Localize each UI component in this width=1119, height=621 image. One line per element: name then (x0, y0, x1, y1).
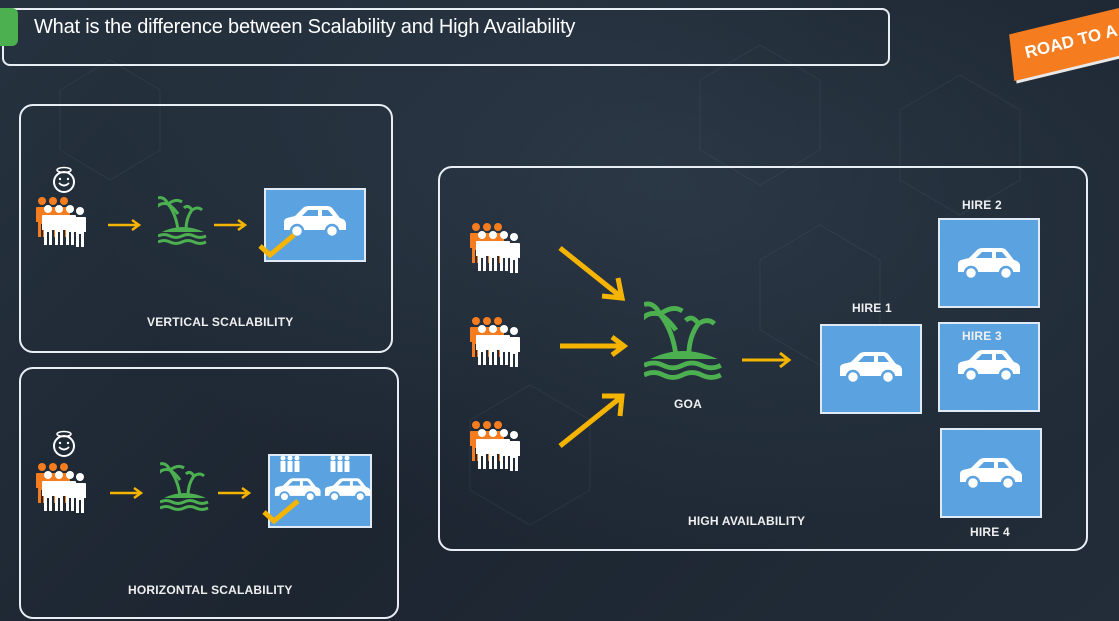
title-accent (0, 8, 18, 46)
island-icon (158, 196, 208, 245)
people-group-icon (470, 420, 530, 480)
people-group-icon (36, 196, 96, 256)
smiley-icon (53, 430, 75, 457)
car-icon (956, 246, 1022, 281)
high-availability-label: HIGH AVAILABILITY (688, 514, 806, 528)
car-icon (958, 456, 1024, 491)
small-people-icon (330, 455, 350, 472)
arrow-diagonal-up-icon (558, 393, 625, 448)
goa-label: GOA (674, 397, 702, 411)
horizontal-label: HORIZONTAL SCALABILITY (128, 583, 293, 597)
hire-4-label: HIRE 4 (970, 525, 1010, 539)
hire-1-label: HIRE 1 (852, 301, 892, 315)
hire-1-car-box (820, 324, 922, 414)
arrow-right-icon (560, 335, 629, 357)
car-box-multi (262, 454, 372, 528)
car-icon (838, 350, 904, 385)
people-group-icon (470, 222, 530, 282)
horizontal-panel (19, 367, 399, 619)
page-title: What is the difference between Scalabili… (34, 16, 576, 38)
island-icon (160, 462, 210, 511)
island-icon (644, 298, 724, 388)
hire-2-label: HIRE 2 (962, 198, 1002, 212)
vertical-label: VERTICAL SCALABILITY (147, 315, 294, 329)
car-box (258, 188, 366, 262)
arrow-right-icon (110, 486, 144, 500)
arrow-right-icon (214, 218, 248, 232)
hire-3-car-box: HIRE 3 (938, 322, 1040, 412)
arrow-right-icon (108, 218, 142, 232)
arrow-right-icon (742, 351, 792, 369)
people-group-icon (36, 462, 96, 522)
arrow-right-icon (218, 486, 252, 500)
checkmark-icon (258, 233, 296, 259)
hire-4-car-box (940, 428, 1042, 518)
small-people-icon (280, 455, 300, 472)
hire-3-label: HIRE 3 (962, 329, 1002, 343)
checkmark-icon (262, 499, 300, 525)
car-icon (956, 348, 1022, 383)
arrow-diagonal-down-icon (558, 246, 626, 301)
smiley-icon (53, 166, 75, 193)
car-icon (324, 477, 372, 502)
people-group-icon (470, 316, 530, 376)
vertical-panel (19, 104, 393, 353)
high-availability-panel (438, 166, 1088, 551)
hire-2-car-box (938, 218, 1040, 308)
